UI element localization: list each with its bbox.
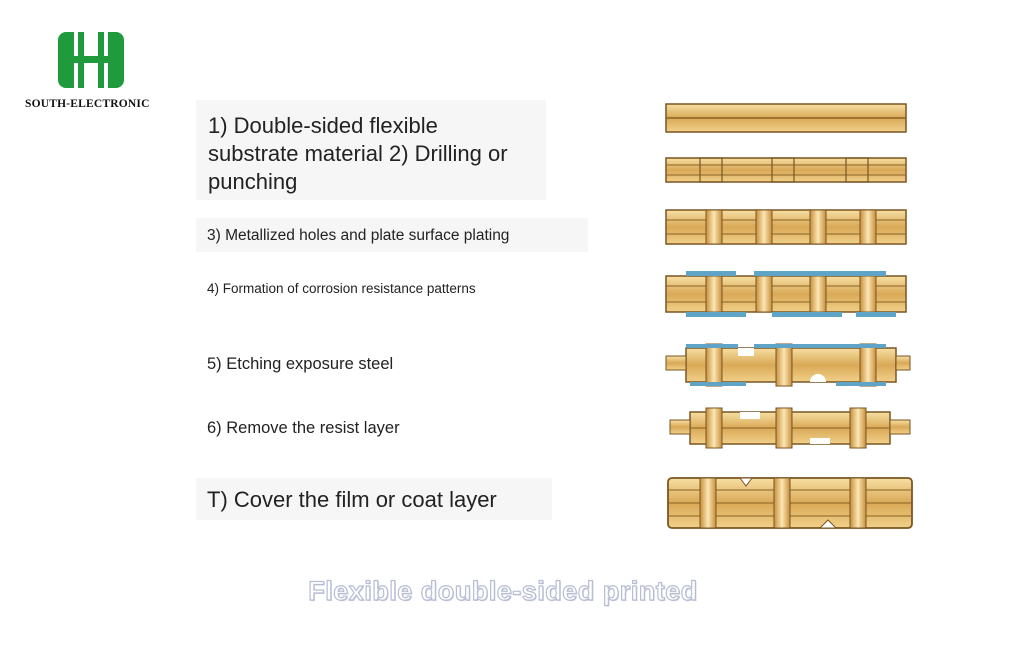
stage-7-covered: [667, 477, 913, 529]
pcb-layer-diagram: [665, 103, 913, 529]
step-3-label: 3) Metallized holes and plate surface pl…: [207, 227, 510, 244]
stage-1-substrate: [665, 103, 907, 133]
logo-mark-icon: [58, 32, 124, 88]
diagram-caption: Flexible double-sided printed: [308, 575, 698, 606]
brand-name: SOUTH-ELECTRONIC: [25, 98, 150, 110]
step-4-label: 4) Formation of corrosion resistance pat…: [207, 281, 476, 296]
step-7-background: [196, 478, 552, 520]
step-6-label: 6) Remove the resist layer: [207, 419, 400, 437]
step-7-label: T) Cover the film or coat layer: [207, 487, 497, 512]
step-5-label: 5) Etching exposure steel: [207, 355, 394, 373]
stage-5-etched: [665, 343, 911, 387]
step-1-background: [196, 100, 546, 200]
stage-4-resist: [665, 271, 907, 317]
stage-6-stripped: [669, 407, 911, 449]
stage-3-plated: [665, 209, 907, 245]
step-3-background: [196, 218, 588, 252]
stage-2-drilled: [665, 157, 907, 183]
step-1-label: 1) Double-sided flexible substrate mater…: [208, 113, 508, 194]
